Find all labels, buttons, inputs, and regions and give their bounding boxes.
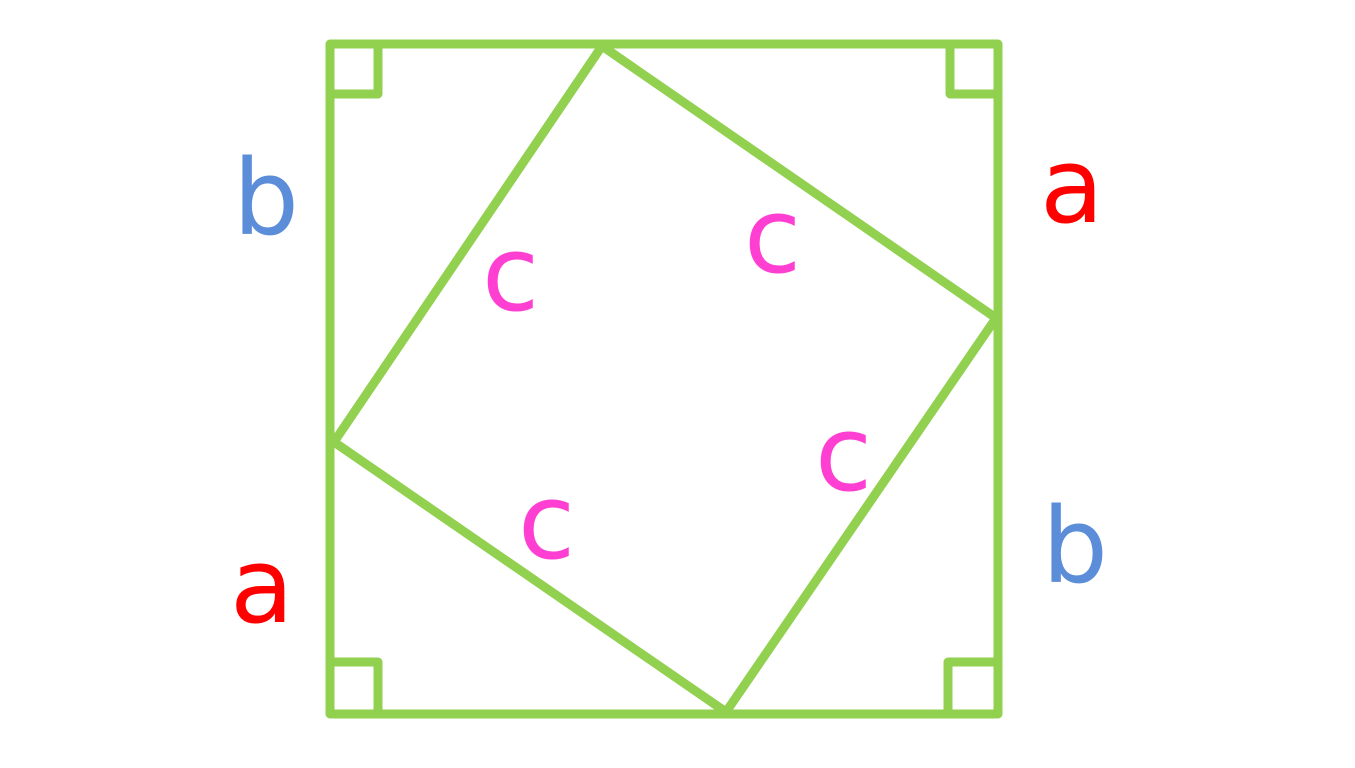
inner-tilted-square	[329, 41, 1001, 717]
right-angle-marker-top-left	[329, 43, 383, 99]
hypotenuse-labels: c c c c	[482, 175, 872, 583]
label-right-bottom-b: b	[1042, 485, 1108, 607]
label-left-bottom-a: a	[230, 525, 294, 647]
side-labels: b a a b	[230, 125, 1108, 647]
label-hyp-bottom-left-c: c	[518, 461, 575, 583]
label-hyp-top-right-c: c	[744, 175, 801, 297]
shapes	[325, 39, 1003, 719]
label-hyp-top-left-c: c	[482, 213, 539, 335]
label-hyp-bottom-right-c: c	[815, 393, 872, 515]
label-right-top-a: a	[1040, 125, 1104, 247]
label-left-top-b: b	[233, 137, 299, 259]
right-angle-marker-top-right	[945, 43, 999, 99]
right-angle-marker-bottom-right	[943, 657, 999, 715]
right-angle-marker-bottom-left	[329, 657, 383, 715]
outer-square	[325, 39, 1003, 719]
